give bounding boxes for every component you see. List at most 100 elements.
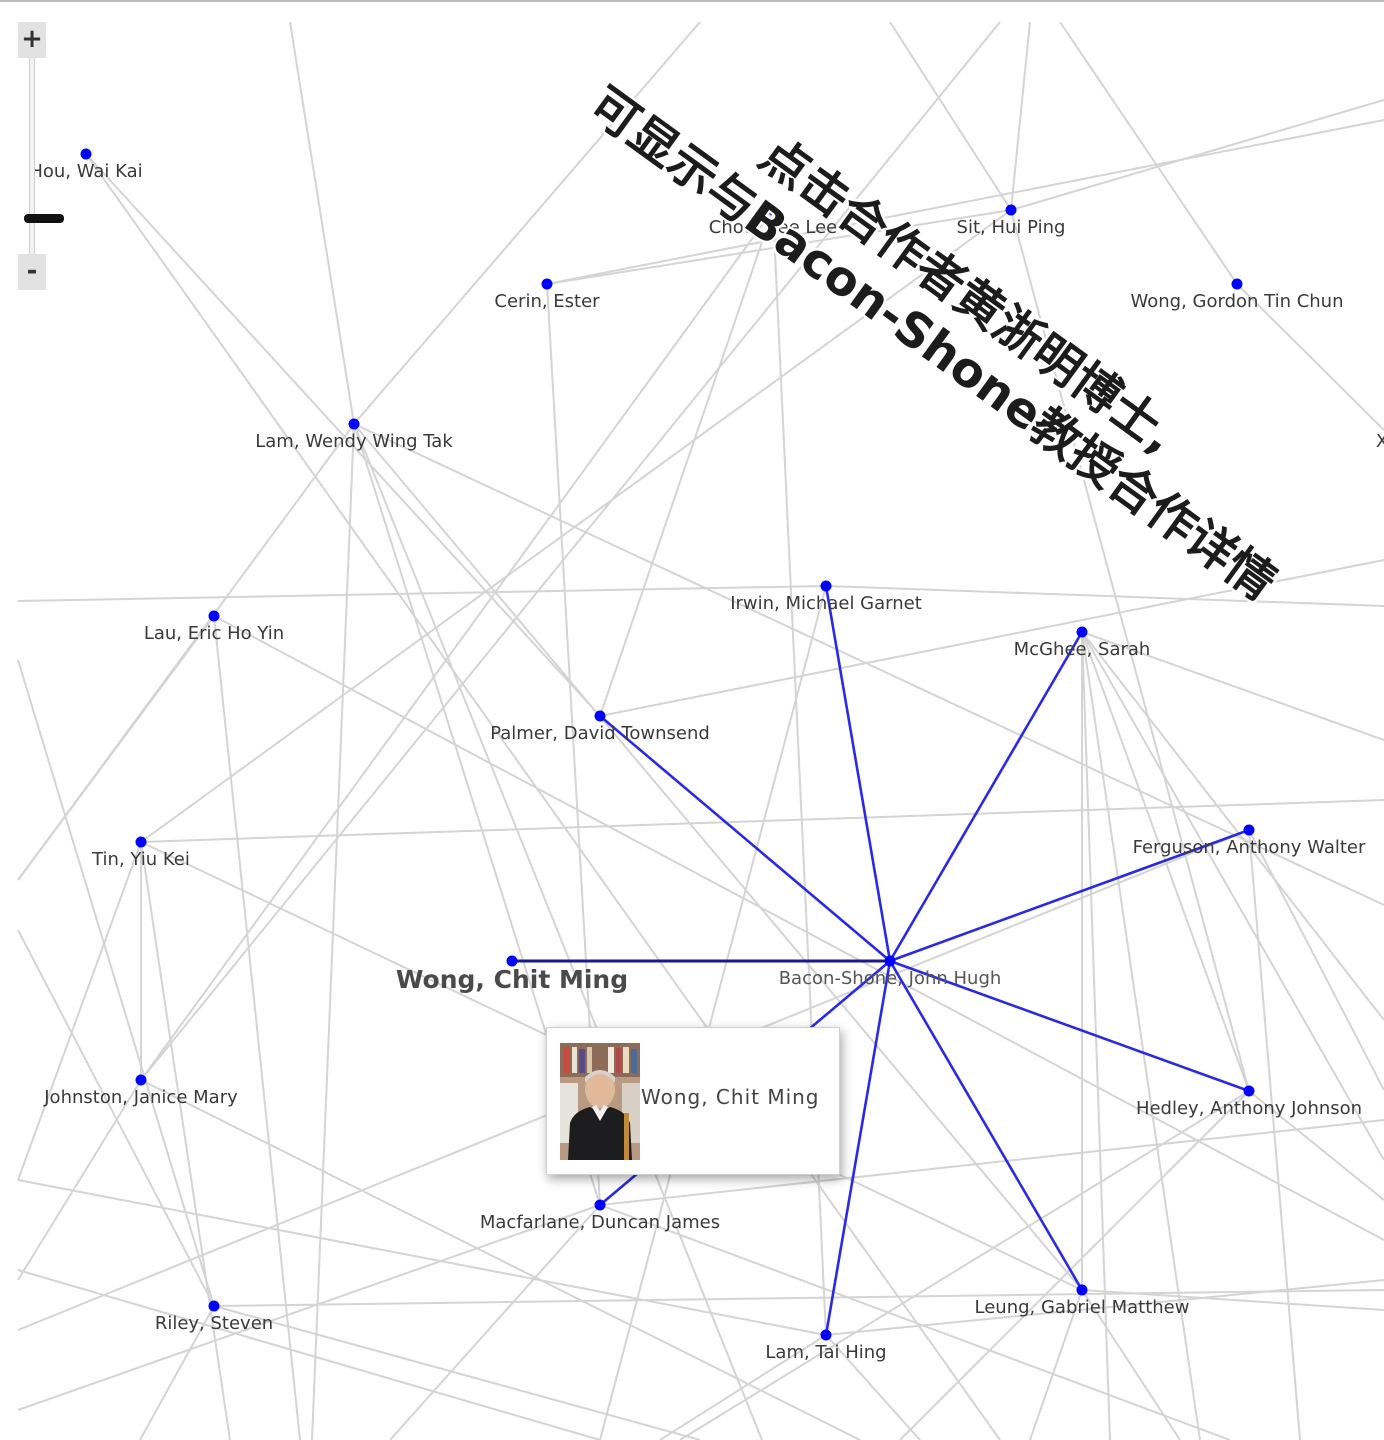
node-dot[interactable] bbox=[208, 1300, 220, 1312]
node-label[interactable]: Johnston, Janice Mary bbox=[43, 1087, 238, 1108]
node-label[interactable]: Cerin, Ester bbox=[494, 291, 600, 312]
node-dot[interactable] bbox=[135, 1074, 147, 1086]
node-hedley[interactable]: Hedley, Anthony Johnson bbox=[1136, 1085, 1362, 1120]
edge-line bbox=[17, 659, 215, 1307]
highlighted-edge-palmer bbox=[599, 715, 891, 962]
node-dot[interactable] bbox=[884, 955, 896, 967]
zoom-slider-track[interactable] bbox=[24, 58, 64, 254]
top-border bbox=[0, 0, 1384, 2]
node-chou[interactable]: Chou, Kee Lee bbox=[709, 204, 837, 239]
node-label[interactable]: Hou, Wai Kai bbox=[29, 161, 142, 182]
node-riley[interactable]: Riley, Steven bbox=[155, 1300, 273, 1335]
node-label[interactable]: Palmer, David Townsend bbox=[490, 723, 710, 744]
node-label[interactable]: Lam, Wendy Wing Tak bbox=[255, 431, 453, 452]
node-tin[interactable]: Tin, Yiu Kei bbox=[91, 836, 190, 871]
node-cerin[interactable]: Cerin, Ester bbox=[494, 278, 600, 313]
edge-line bbox=[1029, 1289, 1083, 1440]
node-dot[interactable] bbox=[80, 148, 92, 160]
edge-line bbox=[1248, 829, 1301, 1440]
node-label[interactable]: Riley, Steven bbox=[155, 1313, 273, 1334]
highlighted-edge-hedley bbox=[889, 959, 1250, 1093]
node-hou[interactable]: Hou, Wai Kai bbox=[29, 148, 143, 183]
edge-line bbox=[17, 1269, 601, 1440]
zoom-slider-handle[interactable] bbox=[24, 214, 64, 223]
edge-line bbox=[599, 1204, 1231, 1440]
node-label[interactable]: Wong, Gordon Tin Chun bbox=[1130, 291, 1343, 312]
node-bacon[interactable]: Bacon-Shone, John Hugh bbox=[779, 955, 1002, 990]
edge-line bbox=[289, 21, 355, 425]
node-lamwendy[interactable]: Lam, Wendy Wing Tak bbox=[255, 418, 453, 453]
node-dot[interactable] bbox=[135, 836, 147, 848]
node-label[interactable]: Lam, Tai Hing bbox=[765, 1342, 886, 1363]
node-johnston[interactable]: Johnston, Janice Mary bbox=[43, 1074, 238, 1109]
node-wonggordon[interactable]: Wong, Gordon Tin Chun bbox=[1130, 278, 1344, 313]
node-dot[interactable] bbox=[208, 610, 220, 622]
node-dot[interactable] bbox=[1076, 1284, 1088, 1296]
edge-line bbox=[17, 615, 215, 881]
node-label[interactable]: Tin, Yiu Kei bbox=[91, 849, 190, 870]
node-dot[interactable] bbox=[820, 1329, 832, 1341]
node-label[interactable]: Bacon-Shone, John Hugh bbox=[779, 968, 1002, 989]
node-dot[interactable] bbox=[1243, 1085, 1255, 1097]
edge-line bbox=[85, 153, 1001, 1440]
node-label[interactable]: Chou, Kee Lee bbox=[709, 217, 837, 238]
node-dot[interactable] bbox=[1243, 824, 1255, 836]
node-label[interactable]: Macfarlane, Duncan James bbox=[480, 1212, 720, 1233]
node-irwin[interactable]: Irwin, Michael Garnet bbox=[730, 580, 922, 615]
edge-line bbox=[1236, 283, 1384, 431]
zoom-out-button[interactable]: - bbox=[18, 254, 46, 290]
edge-line bbox=[353, 423, 1083, 1291]
edge-line bbox=[213, 615, 301, 1440]
node-dot[interactable] bbox=[348, 418, 360, 430]
highlighted-edge-irwin bbox=[824, 585, 892, 962]
node-macfarlane[interactable]: Macfarlane, Duncan James bbox=[480, 1199, 720, 1234]
node-label[interactable]: Lau, Eric Ho Yin bbox=[144, 623, 284, 644]
node-palmer[interactable]: Palmer, David Townsend bbox=[490, 710, 710, 745]
node-sit[interactable]: Sit, Hui Ping bbox=[957, 204, 1066, 239]
node-xia[interactable]: Xia bbox=[1376, 419, 1384, 453]
node-label[interactable]: Irwin, Michael Garnet bbox=[730, 593, 922, 614]
node-lau[interactable]: Lau, Eric Ho Yin bbox=[144, 610, 284, 645]
tooltip-name: Wong, Chit Ming bbox=[641, 1085, 820, 1109]
edge-line bbox=[889, 21, 1012, 211]
edge-line bbox=[825, 1334, 921, 1440]
node-label[interactable]: Leung, Gabriel Matthew bbox=[975, 1297, 1190, 1318]
node-dot[interactable] bbox=[1005, 204, 1017, 216]
node-lamtai[interactable]: Lam, Tai Hing bbox=[765, 1329, 887, 1364]
node-label[interactable]: Wong, Chit Ming bbox=[396, 965, 628, 994]
node-dot[interactable] bbox=[767, 204, 779, 216]
node-label[interactable]: McGhee, Sarah bbox=[1014, 639, 1151, 660]
node-ferguson[interactable]: Ferguson, Anthony Walter bbox=[1133, 824, 1366, 859]
edge-line bbox=[85, 153, 601, 717]
edge-line bbox=[140, 1079, 861, 1440]
node-dot[interactable] bbox=[594, 1199, 606, 1211]
edge-line bbox=[1010, 21, 1031, 211]
node-dot[interactable] bbox=[506, 955, 518, 967]
profile-photo bbox=[560, 1043, 640, 1160]
node-label[interactable]: Hedley, Anthony Johnson bbox=[1136, 1098, 1362, 1119]
node-dot[interactable] bbox=[541, 278, 553, 290]
edge-line bbox=[1248, 1090, 1384, 1201]
edge-line bbox=[599, 585, 827, 1440]
edge-line bbox=[17, 841, 142, 1181]
node-dot[interactable] bbox=[1076, 626, 1088, 638]
zoom-in-button[interactable]: + bbox=[18, 22, 46, 58]
node-label[interactable]: Xia bbox=[1376, 431, 1384, 452]
node-dot[interactable] bbox=[820, 580, 832, 592]
edge-line bbox=[213, 1289, 1384, 1307]
edge-line bbox=[140, 799, 1384, 843]
node-label[interactable]: Sit, Hui Ping bbox=[957, 217, 1066, 238]
edge-line bbox=[1010, 99, 1384, 211]
node-label[interactable]: Ferguson, Anthony Walter bbox=[1133, 837, 1366, 858]
node-leung[interactable]: Leung, Gabriel Matthew bbox=[975, 1284, 1190, 1319]
node-mcghee[interactable]: McGhee, Sarah bbox=[1014, 626, 1151, 661]
edge-line bbox=[140, 209, 1012, 843]
edge-line bbox=[17, 929, 215, 1307]
edge-line bbox=[1059, 21, 1238, 285]
edge-line bbox=[546, 119, 1384, 285]
node-wongchit[interactable]: Wong, Chit Ming bbox=[396, 955, 628, 995]
node-dot[interactable] bbox=[594, 710, 606, 722]
node-dot[interactable] bbox=[1231, 278, 1243, 290]
